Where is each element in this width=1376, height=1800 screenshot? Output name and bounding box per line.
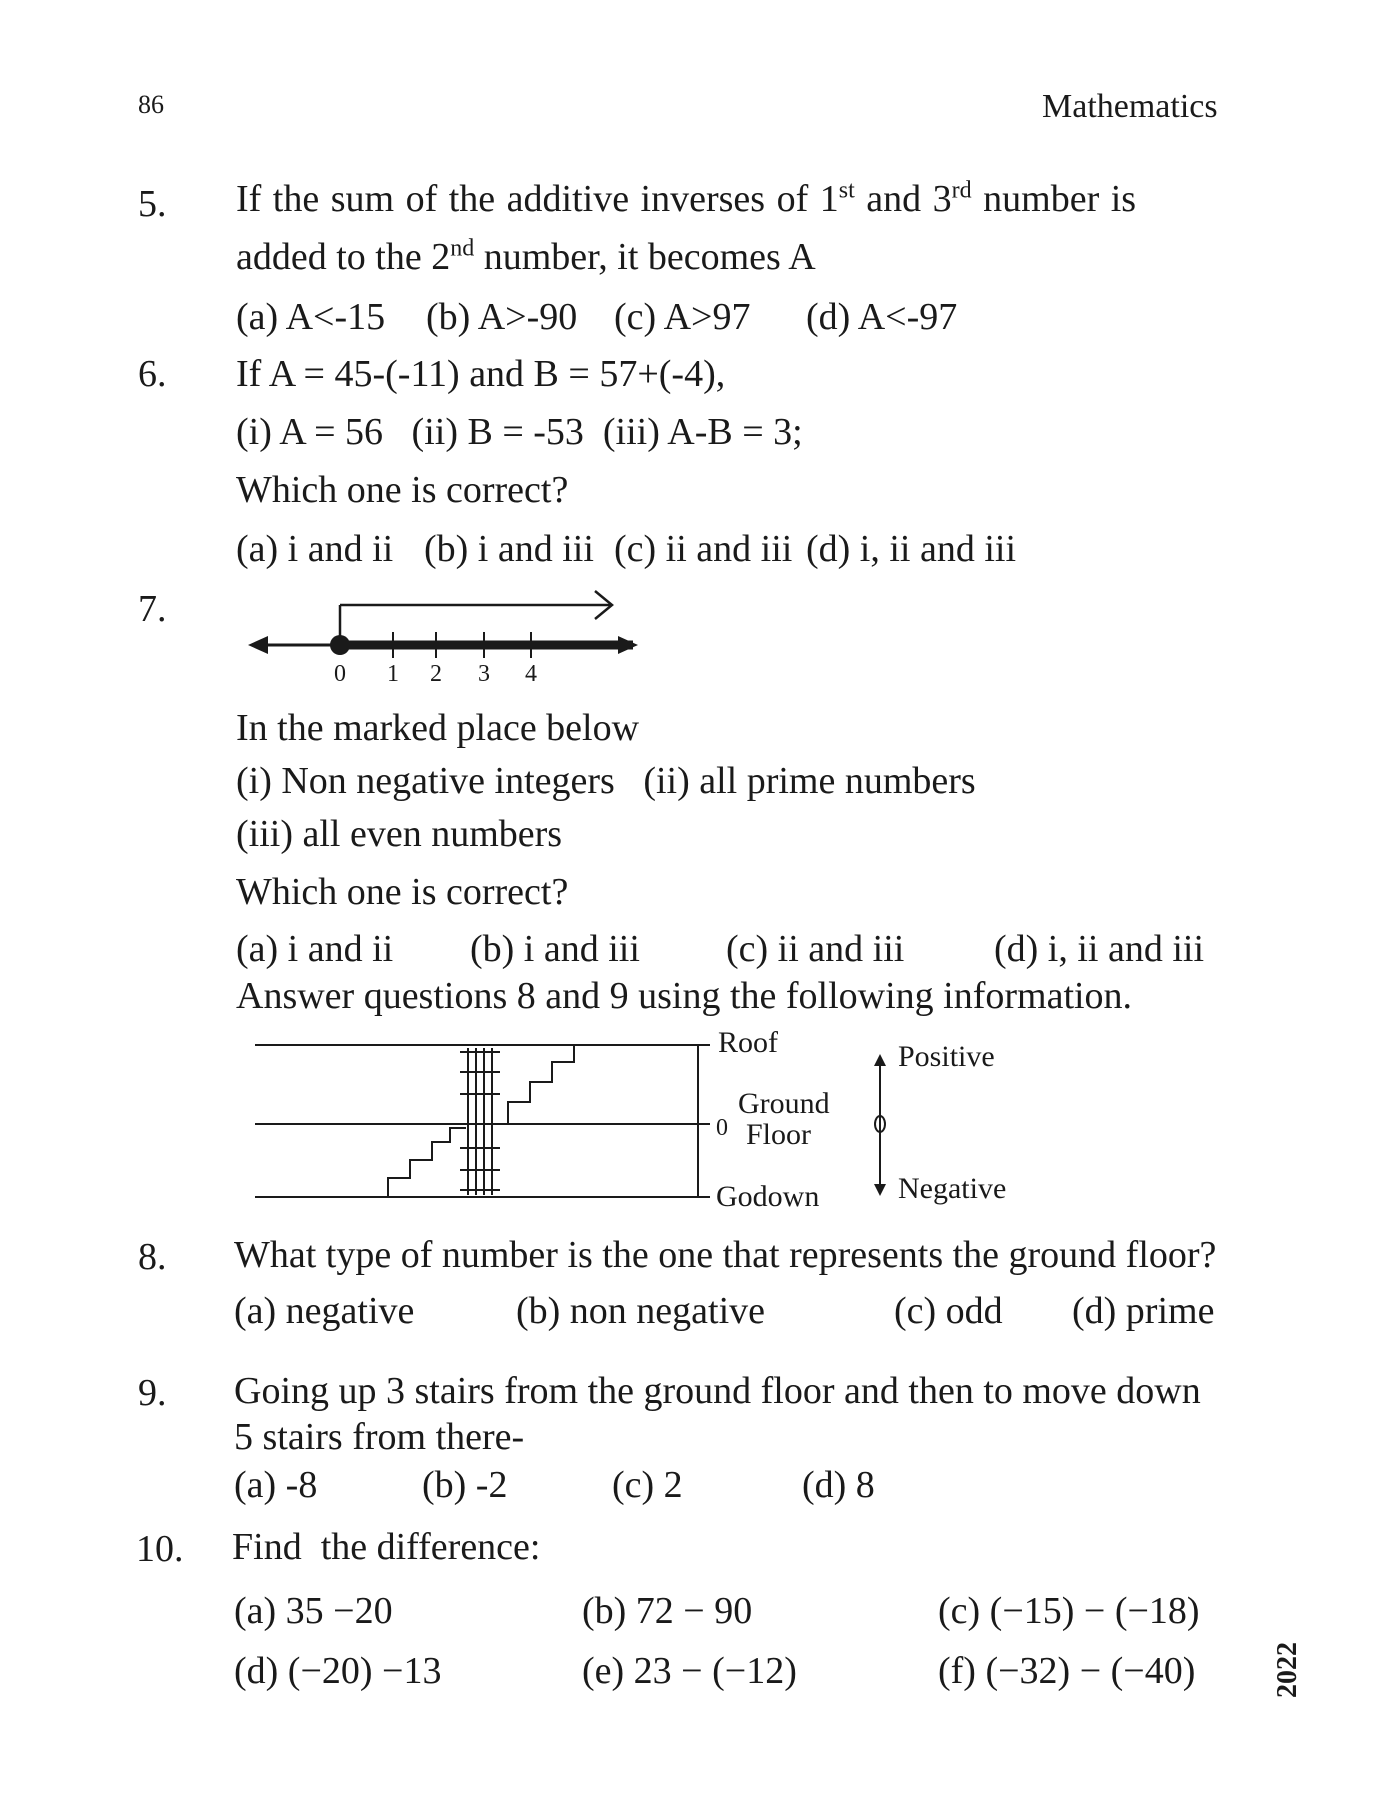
q6-option-d: (d) i, ii and iii xyxy=(806,528,1017,570)
q6-option-b: (b) i and iii xyxy=(424,528,594,570)
q5-option-a: (a) A<-15 xyxy=(236,296,386,338)
q5-line2: added to the 2nd number, it becomes A xyxy=(236,235,816,278)
q5-option-b: (b) A>-90 xyxy=(426,296,578,338)
q9-option-c: (c) 2 xyxy=(612,1464,683,1506)
q9-line1: Going up 3 stairs from the ground floor … xyxy=(234,1370,1201,1412)
label-ground: Ground xyxy=(738,1087,830,1120)
q9-option-d: (d) 8 xyxy=(802,1464,875,1506)
q7-option-c: (c) ii and iii xyxy=(726,928,905,970)
q8-number: 8. xyxy=(138,1236,167,1278)
q6-line1: If A = 45-(-11) and B = 57+(-4), xyxy=(236,353,726,395)
q5-option-c: (c) A>97 xyxy=(614,296,751,338)
q10-option-b: (b) 72 − 90 xyxy=(582,1590,753,1632)
q5-line1: If the sum of the additive inverses of 1… xyxy=(236,177,1137,220)
q8-line1: What type of number is the one that repr… xyxy=(234,1234,1217,1276)
label-negative: Negative xyxy=(898,1172,1006,1205)
q8-option-b: (b) non negative xyxy=(516,1290,766,1332)
tick-label-1: 1 xyxy=(387,661,399,685)
q8-option-a: (a) negative xyxy=(234,1290,415,1332)
label-floor: Floor xyxy=(746,1118,811,1151)
q10-number: 10. xyxy=(136,1528,184,1570)
tick-label-0: 0 xyxy=(334,661,346,685)
q7-question: Which one is correct? xyxy=(236,871,569,913)
q9-option-b: (b) -2 xyxy=(422,1464,508,1506)
number-line-diagram: 0 1 2 3 4 xyxy=(248,590,638,685)
q10-line1: Find the difference: xyxy=(232,1526,541,1568)
q10-option-c: (c) (−15) − (−18) xyxy=(938,1590,1200,1632)
q5-number: 5. xyxy=(138,183,167,225)
q7-line3: (iii) all even numbers xyxy=(236,813,563,855)
q7-option-a: (a) i and ii xyxy=(236,928,394,970)
q7-option-d: (d) i, ii and iii xyxy=(994,928,1205,970)
q10-option-d: (d) (−20) −13 xyxy=(234,1650,442,1692)
running-header-subject: Mathematics xyxy=(1042,88,1218,125)
q9-line2: 5 stairs from there- xyxy=(234,1416,525,1458)
label-godown: Godown xyxy=(716,1180,819,1213)
q7-number: 7. xyxy=(138,588,167,630)
q7-option-b: (b) i and iii xyxy=(470,928,640,970)
q6-question: Which one is correct? xyxy=(236,469,569,511)
q6-option-a: (a) i and ii xyxy=(236,528,394,570)
q8-option-c: (c) odd xyxy=(894,1290,1003,1332)
label-positive: Positive xyxy=(898,1040,995,1073)
q9-option-a: (a) -8 xyxy=(234,1464,318,1506)
label-zero: 0 xyxy=(716,1115,728,1141)
q10-option-a: (a) 35 −20 xyxy=(234,1590,393,1632)
page-number: 86 xyxy=(138,90,164,119)
q10-option-e: (e) 23 − (−12) xyxy=(582,1650,797,1692)
tick-label-4: 4 xyxy=(525,661,537,685)
tick-label-3: 3 xyxy=(478,661,490,685)
q6-option-c: (c) ii and iii xyxy=(614,528,793,570)
q10-option-f: (f) (−32) − (−40) xyxy=(938,1650,1196,1692)
q8-option-d: (d) prime xyxy=(1072,1290,1215,1332)
q9-number: 9. xyxy=(138,1372,167,1414)
tick-label-2: 2 xyxy=(430,661,442,685)
q7-line1: In the marked place below xyxy=(236,707,640,749)
q7-line2: (i) Non negative integers (ii) all prime… xyxy=(236,760,976,802)
q5-option-d: (d) A<-97 xyxy=(806,296,958,338)
side-year: 2022 xyxy=(1272,1642,1303,1698)
q6-number: 6. xyxy=(138,353,167,395)
info-line: Answer questions 8 and 9 using the follo… xyxy=(236,975,1133,1017)
label-roof: Roof xyxy=(718,1030,778,1059)
stairs-diagram: Roof Ground 0 Floor Godown Positive Nega… xyxy=(255,1030,1006,1213)
q6-line2: (i) A = 56 (ii) B = -53 (iii) A-B = 3; xyxy=(236,411,803,453)
